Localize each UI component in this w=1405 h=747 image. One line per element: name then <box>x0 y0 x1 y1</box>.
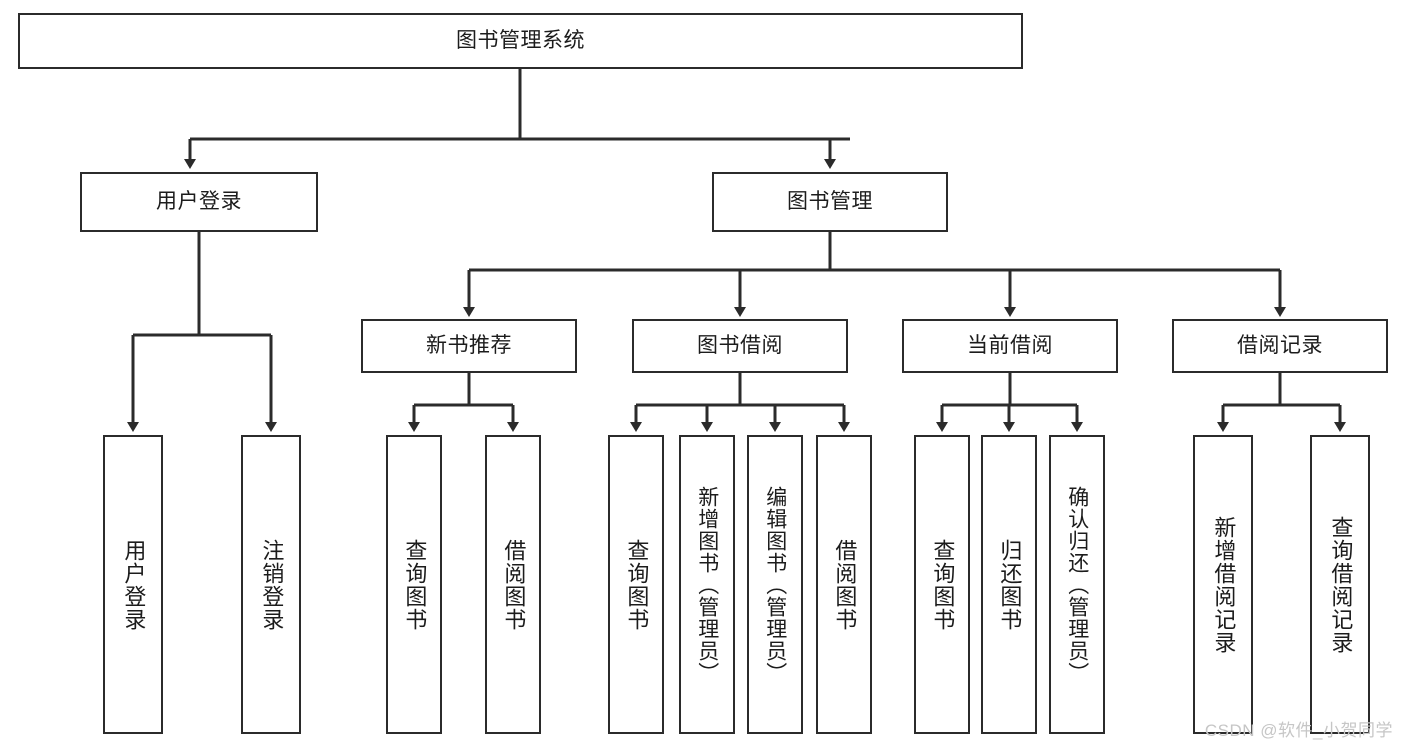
leaf-edit-book-admin[interactable]: 编辑图书（管理员） <box>747 435 803 734</box>
leaf-user-login[interactable]: 用户登录 <box>103 435 163 734</box>
node-borrow-record[interactable]: 借阅记录 <box>1172 319 1388 373</box>
node-label: 图书管理 <box>787 189 873 213</box>
node-label: 确认归还（管理员） <box>1065 485 1089 684</box>
node-label: 新增图书（管理员） <box>695 485 719 684</box>
node-label: 当前借阅 <box>967 333 1053 357</box>
node-label: 借阅图书 <box>832 538 858 631</box>
node-user-login[interactable]: 用户登录 <box>80 172 318 232</box>
node-label: 编辑图书（管理员） <box>763 485 787 684</box>
node-label: 查询借阅记录 <box>1328 515 1354 654</box>
node-book-management[interactable]: 图书管理 <box>712 172 948 232</box>
leaf-borrow-book[interactable]: 借阅图书 <box>816 435 872 734</box>
node-label: 查询图书 <box>624 538 650 631</box>
leaf-borrow-book-recommend[interactable]: 借阅图书 <box>485 435 541 734</box>
node-current-borrow[interactable]: 当前借阅 <box>902 319 1118 373</box>
leaf-return-book[interactable]: 归还图书 <box>981 435 1037 734</box>
leaf-query-book-current[interactable]: 查询图书 <box>914 435 970 734</box>
node-label: 新书推荐 <box>426 333 512 357</box>
node-root-system[interactable]: 图书管理系统 <box>18 13 1023 69</box>
node-label: 借阅记录 <box>1237 333 1323 357</box>
node-label: 用户登录 <box>121 538 147 631</box>
leaf-add-book-admin[interactable]: 新增图书（管理员） <box>679 435 735 734</box>
node-label: 图书管理系统 <box>456 28 585 52</box>
leaf-add-borrow-record[interactable]: 新增借阅记录 <box>1193 435 1253 734</box>
node-new-book-recommend[interactable]: 新书推荐 <box>361 319 577 373</box>
leaf-query-book-recommend[interactable]: 查询图书 <box>386 435 442 734</box>
node-book-borrow[interactable]: 图书借阅 <box>632 319 848 373</box>
node-label: 借阅图书 <box>501 538 527 631</box>
node-label: 归还图书 <box>997 538 1023 631</box>
leaf-logout-login[interactable]: 注销登录 <box>241 435 301 734</box>
leaf-confirm-return-admin[interactable]: 确认归还（管理员） <box>1049 435 1105 734</box>
leaf-query-book-borrow[interactable]: 查询图书 <box>608 435 664 734</box>
node-label: 注销登录 <box>259 538 285 631</box>
node-label: 用户登录 <box>156 189 242 213</box>
node-label: 新增借阅记录 <box>1211 515 1237 654</box>
node-label: 查询图书 <box>930 538 956 631</box>
node-label: 查询图书 <box>402 538 428 631</box>
leaf-query-borrow-record[interactable]: 查询借阅记录 <box>1310 435 1370 734</box>
node-label: 图书借阅 <box>697 333 783 357</box>
